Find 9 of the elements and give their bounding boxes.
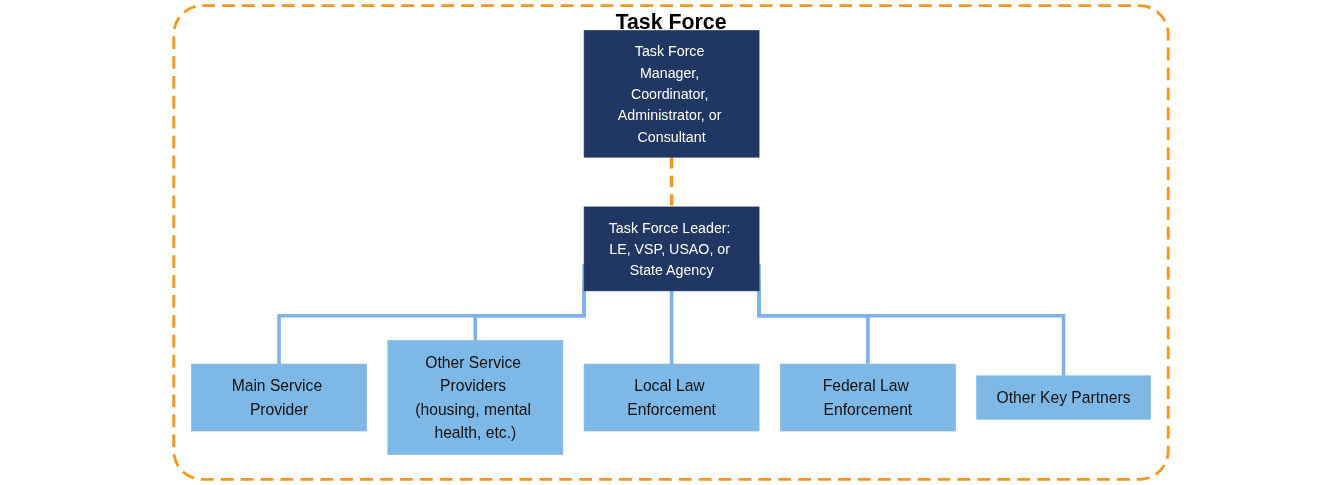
node-box: Task Force Leader: LE, VSP, USAO, or State Agency: [583, 206, 760, 292]
connector: [277, 263, 586, 366]
node-box: Main Service Provider: [191, 363, 367, 432]
node-box: Task Force Manager, Coordinator, Administrator, or Consultant: [583, 30, 760, 158]
node-box: Federal Law Enforcement: [780, 363, 956, 432]
node-box: Local Law Enforcement: [583, 363, 760, 432]
connector: [669, 290, 674, 366]
node-box: Other Key Partners: [976, 375, 1151, 420]
node-box: Other Service Providers (housing, mental health, etc.): [387, 340, 564, 455]
